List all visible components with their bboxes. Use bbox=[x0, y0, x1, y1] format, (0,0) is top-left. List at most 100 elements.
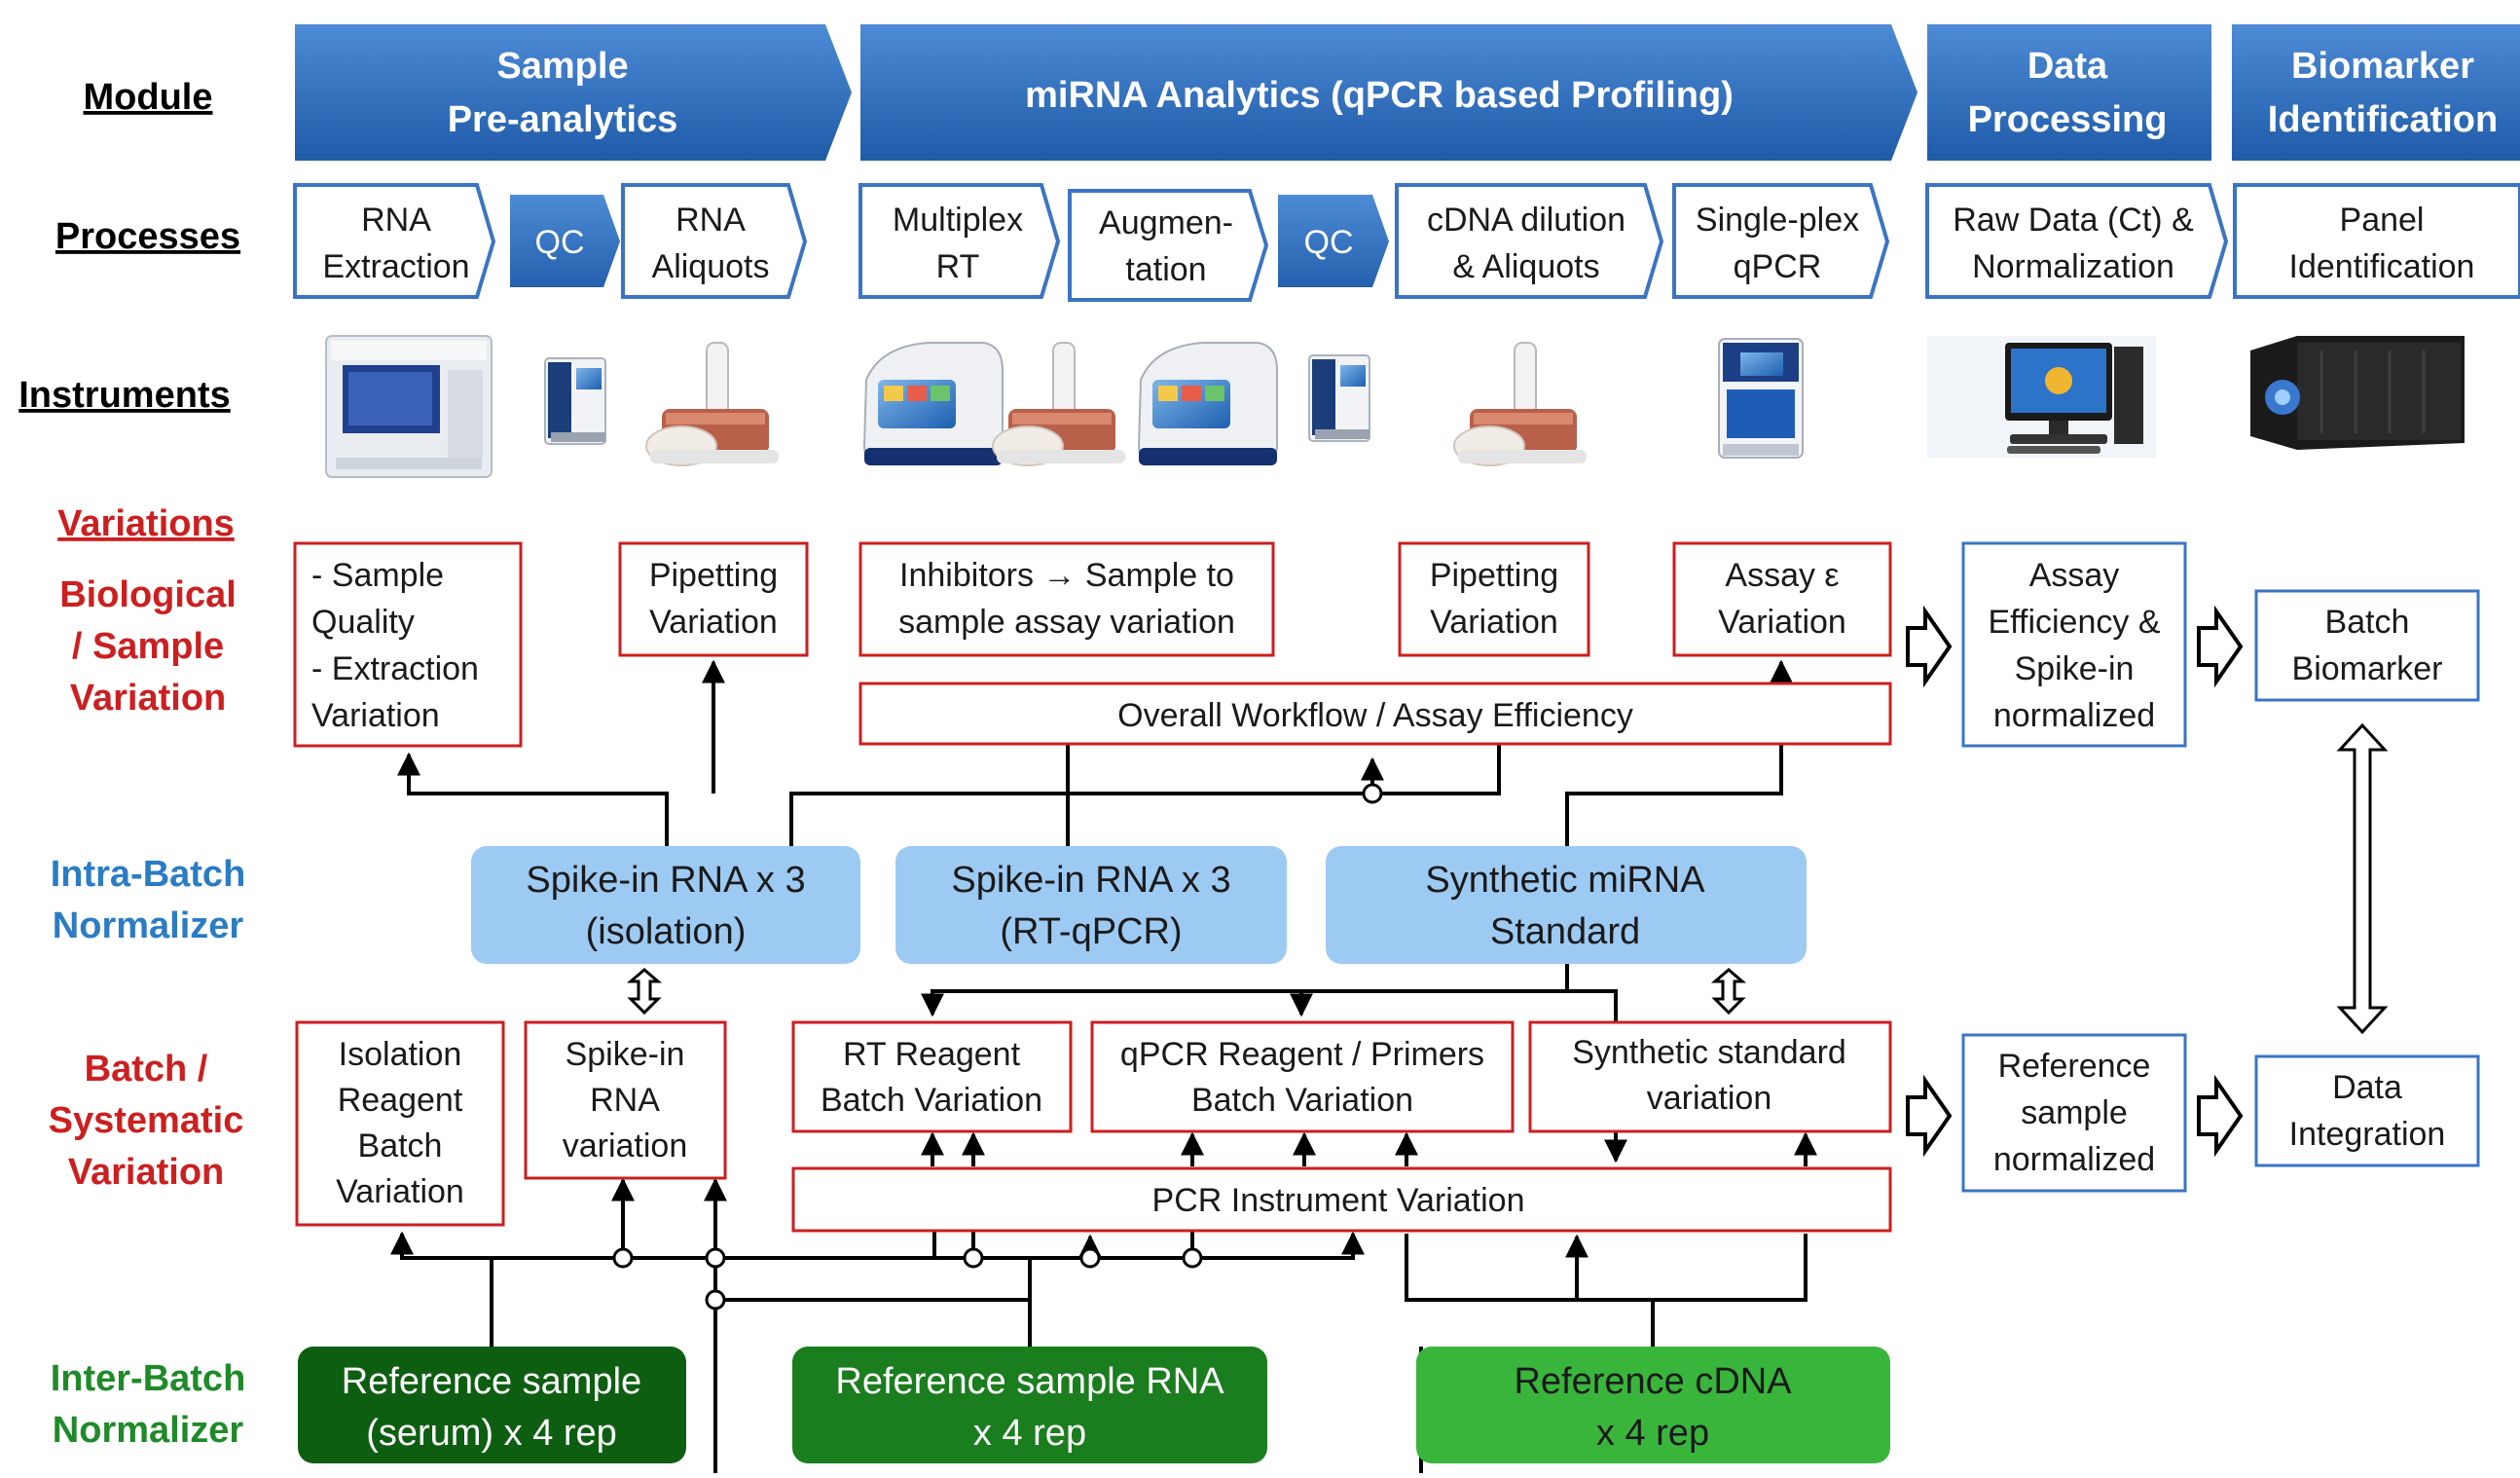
overall-workflow-label: Overall Workflow / Assay Efficiency bbox=[1117, 697, 1633, 734]
text-line: Reference cDNA bbox=[1514, 1361, 1792, 1402]
process-augmentation: Augmen-tation bbox=[1068, 189, 1269, 302]
qpcr-instrument-icon bbox=[1718, 338, 1804, 459]
text-line: & Aliquots bbox=[1452, 248, 1599, 285]
text-line: Biological bbox=[59, 574, 237, 615]
svg-text:Reference sample(serum) x 4 r: Reference sample(serum) x 4 rep bbox=[342, 1361, 641, 1454]
text-line: Biomarker bbox=[2292, 650, 2443, 687]
text-line: Inter-Batch bbox=[51, 1358, 246, 1399]
text-line: miRNA Analytics (qPCR based Profiling) bbox=[1025, 75, 1734, 116]
text-line: Identification bbox=[2289, 248, 2475, 285]
text-line: Spike-in RNA x 3 bbox=[951, 860, 1230, 901]
text-line: tation bbox=[1125, 251, 1206, 288]
text-line: Raw Data (Ct) & bbox=[1953, 202, 2194, 239]
text-line: RNA bbox=[590, 1082, 660, 1119]
svg-text:Spike-in RNA x 3(RT-qPCR): Spike-in RNA x 3 (RT-qPCR) bbox=[951, 860, 1230, 952]
text-line: (RT-qPCR) bbox=[1000, 911, 1182, 952]
text-line: qPCR bbox=[1734, 248, 1822, 285]
text-line: Pipetting bbox=[649, 557, 778, 594]
pcr-instrument-label: PCR Instrument Variation bbox=[1152, 1182, 1525, 1219]
text-line: variation bbox=[1647, 1080, 1772, 1117]
text-line: x 4 rep bbox=[1596, 1413, 1709, 1454]
process-rna-aliquots: RNA Aliquots bbox=[621, 183, 808, 299]
text-line: Batch Variation bbox=[821, 1082, 1042, 1119]
intra-batch-normalizer-row: Spike-in RNA x 3 (isolation) Spike-in RNA… bbox=[471, 846, 1807, 964]
text-line: Aliquots bbox=[652, 248, 770, 285]
text-line: Quality bbox=[311, 604, 415, 641]
qc-instrument-icon bbox=[544, 357, 606, 445]
double-arrow-icon bbox=[626, 968, 663, 1016]
ibm-server-icon bbox=[2250, 336, 2465, 450]
pipette-icon bbox=[992, 342, 1125, 466]
extraction-robot-icon bbox=[325, 335, 493, 478]
text-line: Batch / bbox=[85, 1049, 208, 1090]
text-line: Assay ε bbox=[1725, 557, 1839, 594]
row-label-module: Module bbox=[84, 77, 213, 118]
text-line: Batch bbox=[358, 1127, 443, 1164]
computer-icon bbox=[1927, 336, 2156, 458]
text-line: Augmen- bbox=[1099, 204, 1233, 241]
right-arrow-icon bbox=[2197, 605, 2244, 688]
text-line: Extraction bbox=[322, 248, 469, 285]
text-line: Variation bbox=[311, 697, 440, 734]
text-line: Batch bbox=[2325, 604, 2410, 641]
text-line: Normalizer bbox=[53, 1410, 244, 1451]
text-line: Variation bbox=[336, 1173, 464, 1210]
inhibitors-variation-box: Inhibitors → Sample to sample assay varia… bbox=[858, 541, 1275, 657]
text-line: Multiplex bbox=[893, 202, 1023, 239]
text-line: (isolation) bbox=[586, 911, 747, 952]
text-line: RNA bbox=[676, 202, 746, 239]
pcr-cycler-icon bbox=[862, 342, 1004, 465]
text-line: Identification bbox=[2268, 99, 2498, 140]
text-line: Assay bbox=[2029, 557, 2120, 594]
text-line: RT bbox=[936, 248, 980, 285]
text-line: Reagent bbox=[338, 1082, 463, 1119]
row-labels: Module Processes Instruments Variations … bbox=[18, 77, 245, 1451]
text-line: Pipetting bbox=[1430, 557, 1558, 594]
process-raw-data-normalization: Raw Data (Ct) &Normalization bbox=[1925, 183, 2229, 299]
text-line: Intra-Batch bbox=[51, 854, 246, 895]
row-label-processes: Processes bbox=[55, 216, 240, 257]
reference-cdna-box: Reference cDNA x 4 rep bbox=[1416, 1347, 1890, 1463]
text-line: Standard bbox=[1490, 911, 1640, 952]
text-line: x 4 rep bbox=[973, 1413, 1086, 1454]
qc-instrument-icon bbox=[1308, 354, 1370, 442]
text-line: Spike-in bbox=[2015, 650, 2135, 687]
instrument-row bbox=[325, 335, 2465, 478]
pipette-icon bbox=[1453, 342, 1587, 466]
svg-text:QC: QC bbox=[535, 224, 585, 261]
spike-in-rt-qpcr-box: Spike-in RNA x 3 (RT-qPCR) bbox=[895, 846, 1287, 964]
text-line: Sample bbox=[496, 46, 628, 87]
text-line: qPCR Reagent / Primers bbox=[1120, 1036, 1484, 1073]
text-line: sample assay variation bbox=[898, 604, 1235, 641]
text-line: / Sample bbox=[72, 626, 224, 667]
pipette-icon bbox=[645, 342, 779, 466]
text-line: Isolation bbox=[339, 1036, 462, 1073]
text-line: Inhibitors → Sample to bbox=[899, 557, 1234, 594]
double-arrow-icon bbox=[1710, 968, 1747, 1016]
